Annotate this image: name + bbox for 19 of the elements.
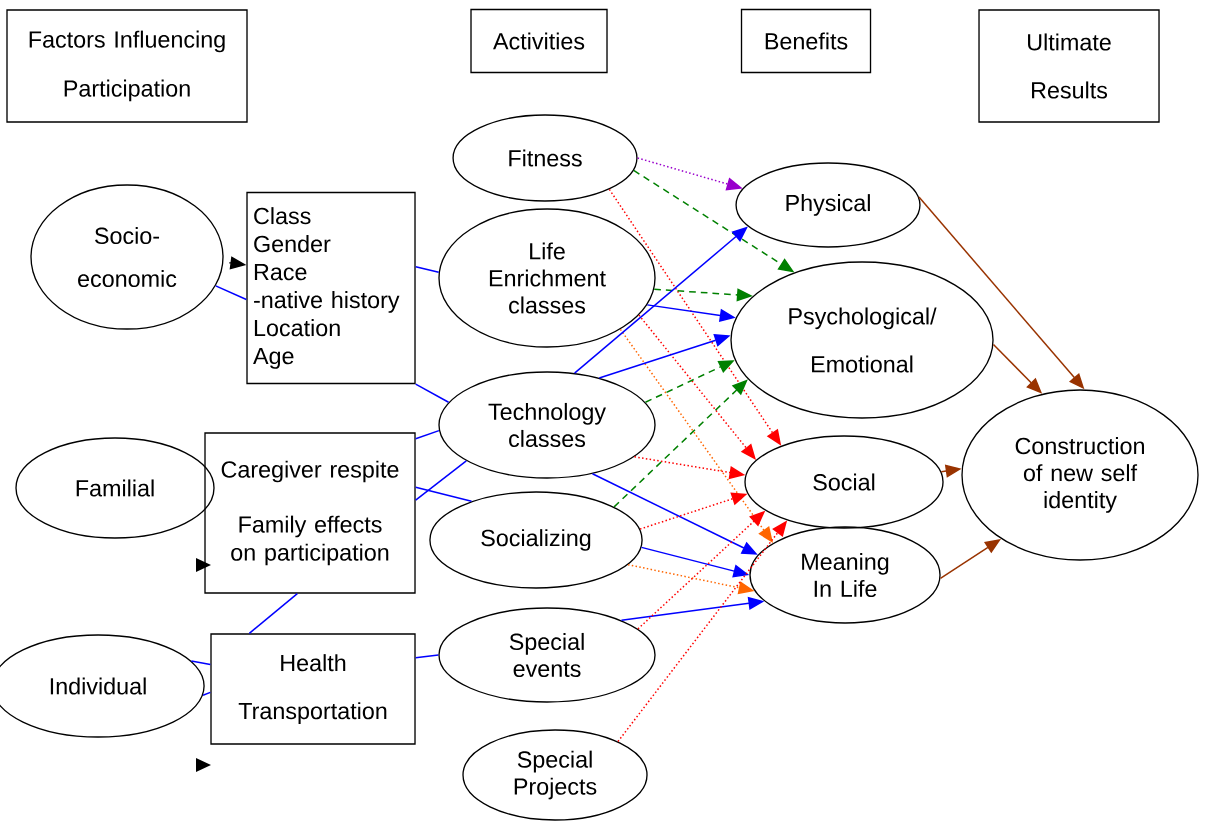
header-box: Activities — [470, 8, 608, 74]
arrow — [619, 328, 773, 543]
factor-box: Caregiver respite Family effects on participation — [204, 432, 416, 594]
connector-line — [414, 654, 440, 659]
connector-line — [414, 460, 468, 501]
connector-line — [414, 266, 440, 274]
connector-line — [190, 660, 212, 666]
connector-line — [414, 486, 473, 502]
header-box: Factors Influencing Participation — [6, 9, 248, 123]
arrow — [613, 379, 748, 508]
factor-box: Class Gender Race -native history Location Age — [246, 191, 416, 385]
connector-line — [414, 383, 450, 404]
connector-line — [248, 592, 299, 635]
connector-line — [414, 429, 440, 440]
connector-line — [215, 285, 248, 301]
factor-box: Health Transportation — [210, 633, 416, 745]
header-box: Benefits — [740, 8, 872, 74]
header-box: Ultimate Results — [978, 9, 1160, 123]
connector-line — [202, 691, 212, 696]
